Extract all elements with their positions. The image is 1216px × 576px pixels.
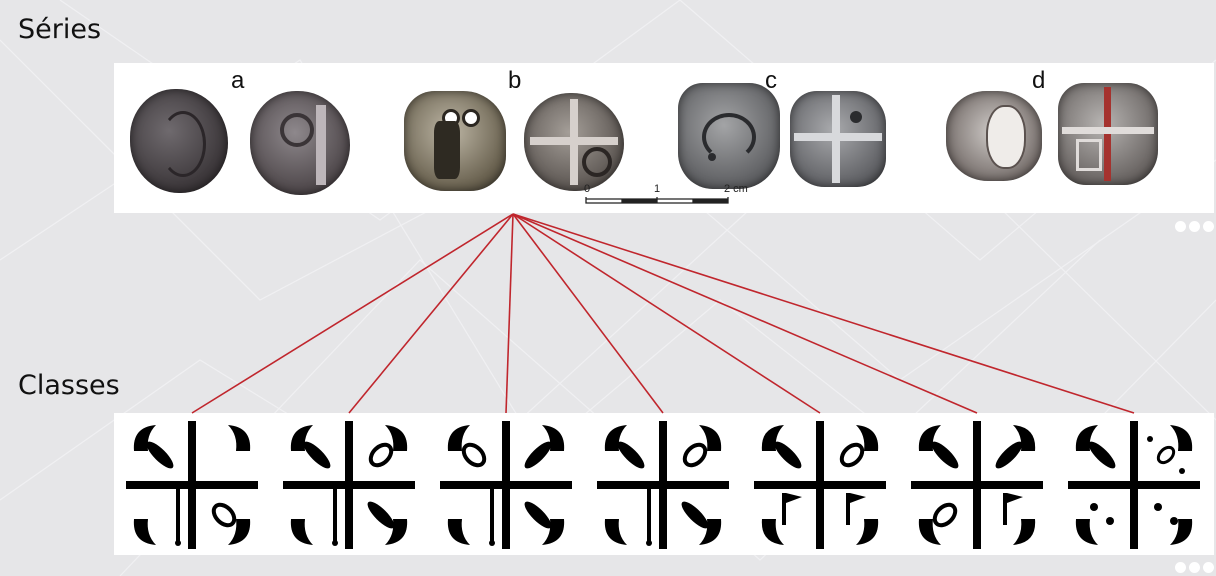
series-label-d: d (1032, 67, 1046, 94)
series-label-b: b (508, 67, 522, 94)
class-glyph-3 (440, 421, 572, 549)
coin-d-reverse (1058, 83, 1158, 185)
coin-c-reverse (790, 91, 886, 187)
classes-heading: Classes (18, 370, 120, 401)
classes-panel (114, 413, 1214, 555)
coin-c-obverse (678, 83, 780, 189)
coin-pair-a (130, 81, 360, 201)
series-heading: Séries (18, 14, 102, 45)
scale-bar: 0 1 2 cm (584, 183, 784, 213)
class-glyph-7 (1068, 421, 1200, 549)
class-glyph-4 (597, 421, 729, 549)
coin-pair-c (678, 81, 918, 201)
class-glyph-5 (754, 421, 886, 549)
coin-series-panel: a b c d (114, 63, 1214, 213)
coin-b-obverse (404, 91, 506, 191)
coin-pair-b (404, 81, 644, 201)
scale-tick-1: 1 (654, 183, 661, 195)
class-glyph-1 (126, 421, 258, 549)
class-glyph-6 (911, 421, 1043, 549)
more-dots-top (1175, 221, 1214, 232)
series-label-c: c (765, 67, 777, 94)
more-dots-bottom (1175, 562, 1214, 573)
coin-d-obverse (946, 91, 1042, 181)
scale-tick-0: 0 (584, 183, 591, 195)
class-glyph-2 (283, 421, 415, 549)
coin-a-obverse (130, 89, 228, 193)
coin-pair-d (946, 81, 1196, 201)
scale-tick-2: 2 cm (724, 183, 748, 195)
coin-b-reverse (524, 93, 624, 191)
scale-ruler (585, 197, 729, 204)
series-label-a: a (231, 67, 245, 94)
coin-a-reverse (250, 91, 350, 195)
